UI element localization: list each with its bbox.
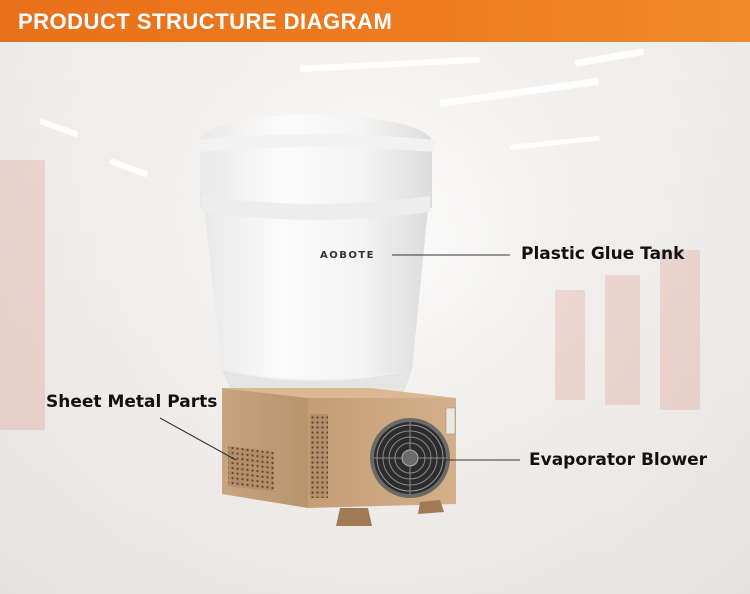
callout-evaporator-blower: Evaporator Blower bbox=[529, 450, 708, 470]
callout-plastic-glue-tank: Plastic Glue Tank bbox=[521, 244, 685, 264]
sheet-metal-leader-line bbox=[159, 417, 237, 461]
header-bar: PRODUCT STRUCTURE DIAGRAM bbox=[0, 0, 750, 42]
page-title: PRODUCT STRUCTURE DIAGRAM bbox=[18, 9, 393, 34]
brand-logo: AOBOTE bbox=[320, 250, 376, 261]
plastic-glue-tank bbox=[196, 114, 436, 400]
callout-sheet-metal-parts: Sheet Metal Parts bbox=[46, 392, 218, 412]
evaporator-fan-icon bbox=[370, 418, 450, 498]
